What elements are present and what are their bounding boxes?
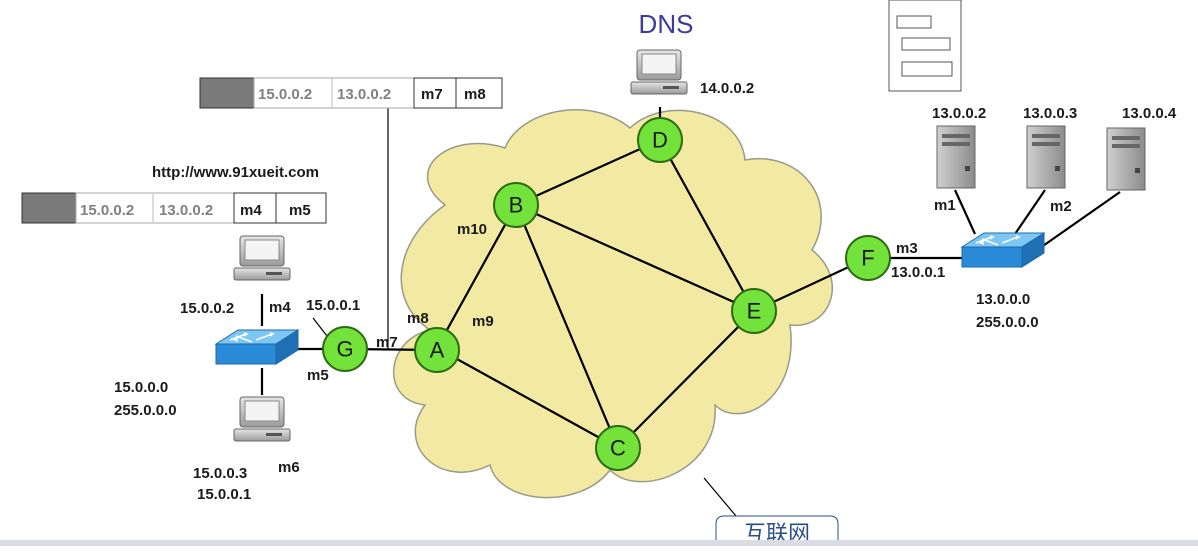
server2-icon: [1026, 125, 1066, 189]
bottom-bar: [0, 540, 1198, 546]
g-ip-label: 15.0.0.1: [306, 297, 360, 314]
router-node-g: G: [322, 326, 368, 372]
right-mask-label: 255.0.0.0: [976, 314, 1039, 331]
packet-top-src-ip: 15.0.0.2: [258, 86, 312, 103]
m9-label: m9: [472, 313, 494, 330]
right-switch-icon: [961, 232, 1045, 268]
m1-label: m1: [934, 197, 956, 214]
server2-ip-label: 13.0.0.3: [1023, 105, 1077, 122]
router-node-label: D: [652, 128, 668, 153]
packet-top: 15.0.0.2 13.0.0.2 m7 m8: [199, 77, 503, 109]
packet-left-dst-ip: 13.0.0.2: [159, 202, 213, 219]
server1-icon: [936, 125, 976, 189]
packet-top-dst-ip: 13.0.0.2: [337, 86, 391, 103]
m7-label: m7: [376, 334, 398, 351]
router-node-f: F: [845, 235, 891, 281]
dns-ip-label: 14.0.0.2: [700, 80, 754, 97]
left-switch-icon: [215, 329, 299, 365]
m3-label: m3: [896, 240, 918, 257]
left-mask-label: 255.0.0.0: [114, 402, 177, 419]
packet-left-src-mac: m4: [240, 202, 262, 219]
router-node-d: D: [637, 117, 683, 163]
router-node-c: C: [595, 425, 641, 471]
server3-ip-label: 13.0.0.4: [1122, 105, 1177, 122]
document-icon: [888, 0, 962, 92]
packet-left-src-ip: 15.0.0.2: [80, 202, 134, 219]
router-node-label: A: [430, 338, 445, 363]
router-node-label: B: [509, 193, 524, 218]
server1-ip-label: 13.0.0.2: [932, 105, 986, 122]
router-node-label: E: [747, 299, 762, 324]
packet-left: 15.0.0.2 13.0.0.2 m4 m5: [21, 192, 327, 224]
router-nodes: A B C D E F G: [322, 117, 891, 471]
pc1-computer-icon: [233, 235, 291, 281]
dns-server-computer-icon: [630, 49, 688, 95]
m6-label: m6: [278, 459, 300, 476]
pc2-gateway-label: 15.0.0.1: [197, 486, 251, 503]
right-net-label: 13.0.0.0: [976, 291, 1030, 308]
leader-lines: [312, 107, 737, 517]
m8-label: m8: [407, 310, 429, 327]
m10-label: m10: [457, 221, 487, 238]
m2-label: m2: [1050, 198, 1072, 215]
dns-label: DNS: [639, 9, 694, 39]
router-node-label: F: [861, 246, 874, 271]
pc2-ip-label: 15.0.0.3: [193, 465, 247, 482]
packet-top-dst-mac: m8: [464, 86, 486, 103]
server3-icon: [1106, 127, 1146, 191]
packet-left-dst-mac: m5: [289, 202, 311, 219]
router-node-e: E: [731, 288, 777, 334]
router-node-label: C: [610, 436, 626, 461]
m5-label: m5: [307, 367, 329, 384]
router-node-a: A: [414, 327, 460, 373]
left-net-label: 15.0.0.0: [114, 379, 168, 396]
pc1-ip-label: 15.0.0.2: [180, 300, 234, 317]
f-ip-label: 13.0.0.1: [891, 264, 945, 281]
m4-label: m4: [269, 299, 291, 316]
router-node-b: B: [493, 182, 539, 228]
router-node-label: G: [336, 337, 353, 362]
pc2-computer-icon: [233, 396, 291, 442]
packet-top-src-mac: m7: [421, 86, 443, 103]
url-label: http://www.91xueit.com: [152, 164, 319, 181]
